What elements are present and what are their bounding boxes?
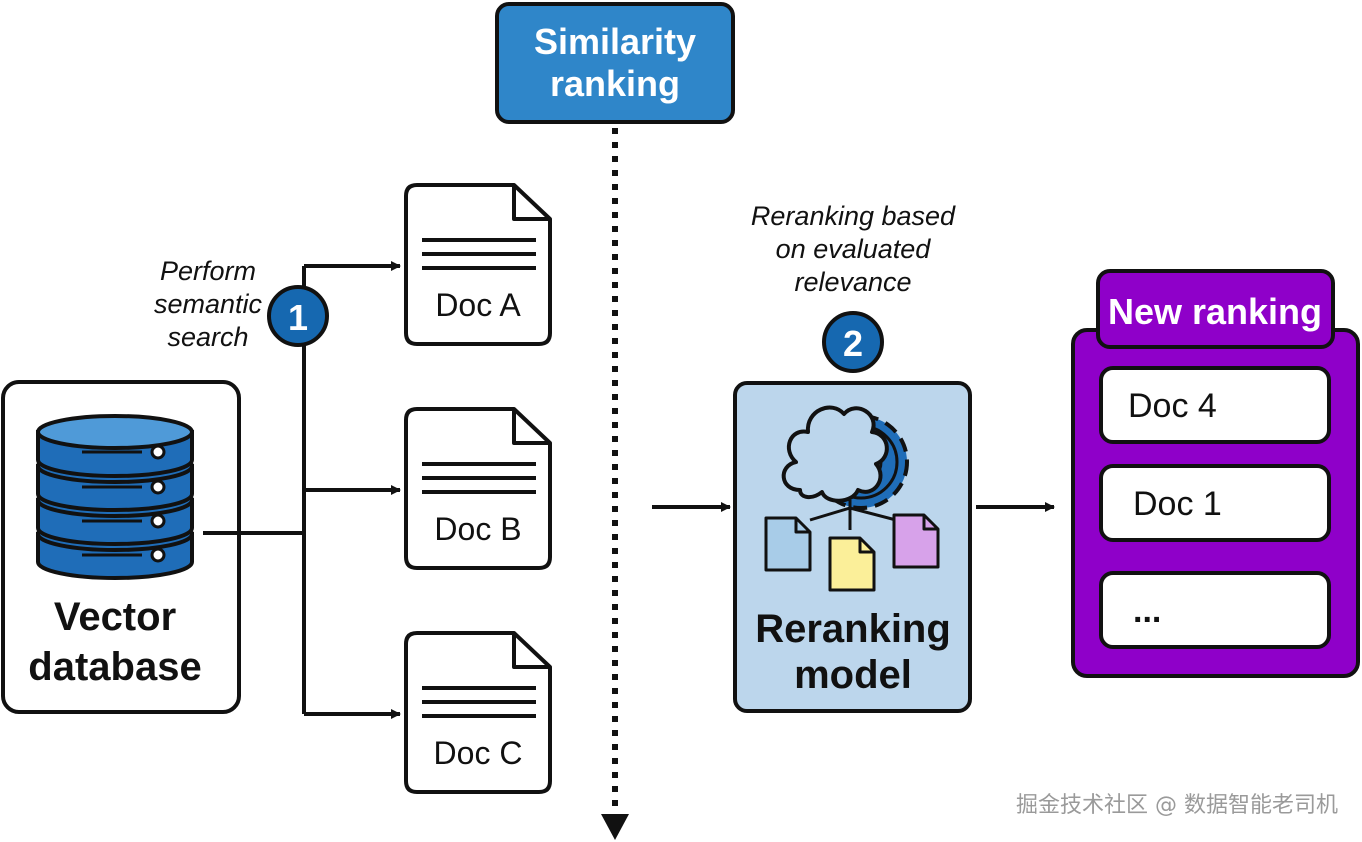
step1-caption-line3: search bbox=[167, 322, 248, 352]
step-2-badge bbox=[822, 311, 884, 373]
ranked-item-1 bbox=[1099, 366, 1331, 444]
similarity-ranking-header: Similarity ranking bbox=[495, 2, 735, 124]
ranked-item-3 bbox=[1099, 571, 1331, 649]
step-2-annotation: Reranking based on evaluated relevance 2 bbox=[751, 201, 956, 373]
new-ranking-title-tab bbox=[1096, 269, 1335, 349]
step1-caption-line2: semantic bbox=[154, 289, 263, 319]
doc-a-label: Doc A bbox=[435, 287, 521, 323]
step-1-annotation: Perform semantic search 1 bbox=[154, 256, 329, 352]
step2-caption-line2: on evaluated bbox=[776, 234, 932, 264]
ranked-item-2-label: Doc 1 bbox=[1133, 485, 1222, 523]
step2-caption-line1: Reranking based bbox=[751, 201, 956, 231]
doc-card-a: Doc A bbox=[404, 183, 552, 346]
watermark: 掘金技术社区 @ 数据智能老司机 bbox=[1016, 793, 1338, 818]
step2-number: 2 bbox=[843, 323, 863, 364]
ranked-item-2 bbox=[1099, 464, 1331, 542]
new-ranking-title: New ranking bbox=[1108, 291, 1322, 332]
reranking-model-box: Reranking model bbox=[733, 381, 972, 713]
purple-document-icon bbox=[892, 513, 940, 569]
vector-database-box: Vector database bbox=[1, 380, 241, 714]
new-ranking-panel: New ranking Doc 4 Doc 1 ... bbox=[1071, 269, 1360, 678]
reranker-label-line1: Reranking bbox=[755, 607, 951, 651]
step-1-badge bbox=[267, 285, 329, 347]
reranker-label-line2: model bbox=[794, 653, 912, 697]
doc-c-label: Doc C bbox=[434, 735, 523, 771]
cloud-connectors bbox=[809, 500, 897, 530]
cloud-icon bbox=[781, 405, 889, 503]
divider-arrowhead bbox=[601, 814, 629, 840]
doc-b-label: Doc B bbox=[434, 511, 521, 547]
database-icon bbox=[36, 414, 194, 580]
vector-db-label-line2: database bbox=[28, 645, 201, 689]
vector-db-label-line1: Vector bbox=[54, 595, 176, 639]
step1-caption-line1: Perform bbox=[160, 256, 256, 286]
step2-caption-line3: relevance bbox=[794, 267, 911, 297]
blue-document-icon bbox=[764, 516, 812, 572]
yellow-document-icon bbox=[828, 536, 876, 592]
header-title-line2: ranking bbox=[550, 63, 680, 104]
doc-card-b: Doc B bbox=[404, 407, 552, 570]
step1-number: 1 bbox=[288, 297, 308, 338]
ranked-item-3-label: ... bbox=[1133, 592, 1161, 630]
header-title-line1: Similarity bbox=[534, 21, 696, 62]
ranked-item-1-label: Doc 4 bbox=[1128, 387, 1217, 425]
doc-card-c: Doc C bbox=[404, 631, 552, 794]
